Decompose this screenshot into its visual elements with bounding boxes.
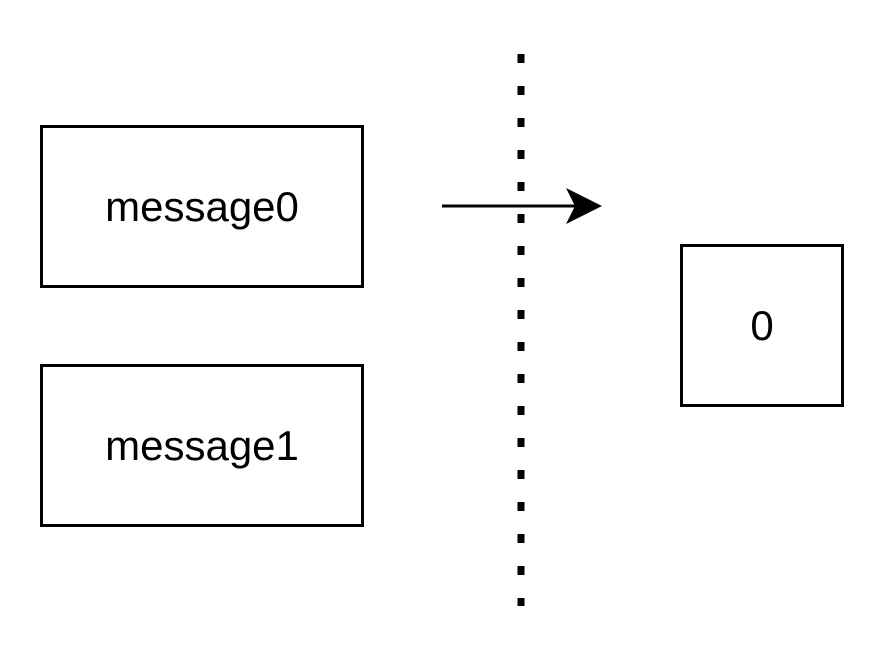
message0-label: message0 (105, 182, 299, 230)
message0-box: message0 (40, 125, 364, 288)
message1-box: message1 (40, 364, 364, 527)
arrow-head-icon (566, 188, 602, 224)
message1-label: message1 (105, 421, 299, 469)
zero-box: 0 (680, 244, 844, 407)
zero-label: 0 (750, 301, 774, 349)
